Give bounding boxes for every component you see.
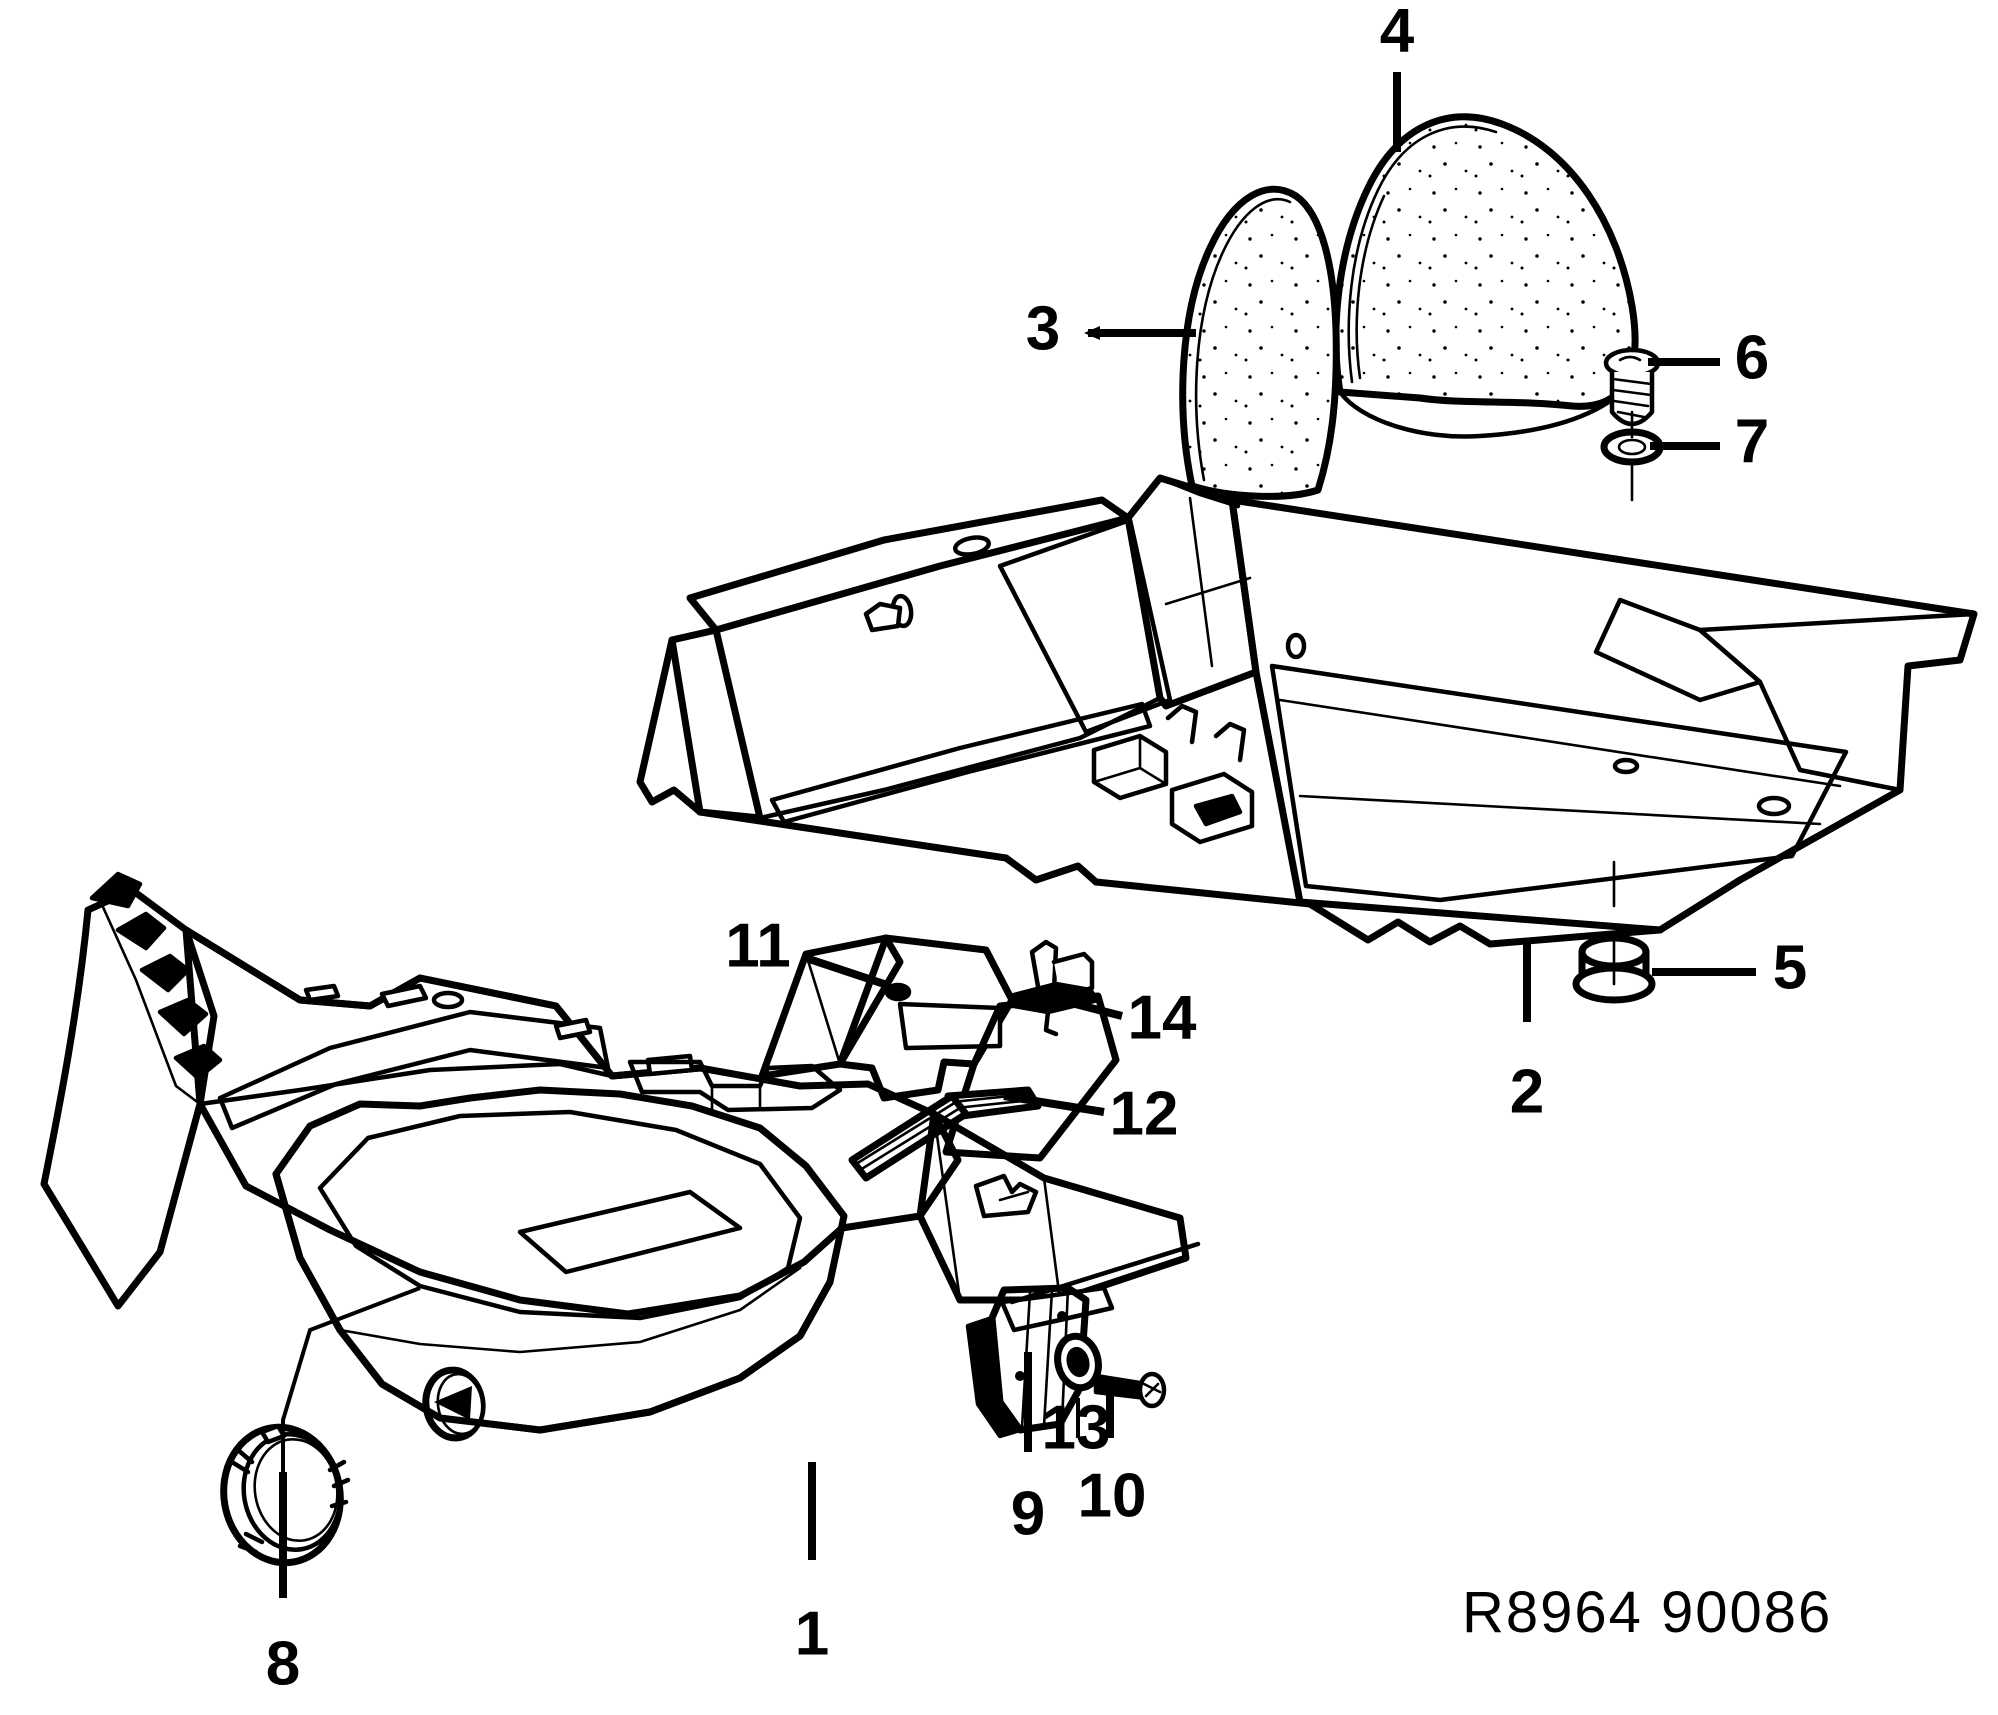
callout-5: 5 (1773, 933, 1807, 1002)
fixing-hole (1612, 757, 1640, 775)
fixing-hole (1756, 795, 1792, 817)
fixing-slot (645, 1053, 695, 1077)
leader-14 (1051, 994, 1123, 1020)
part-wheel-arch-underlay-right (1332, 113, 1639, 439)
callout-8: 8 (266, 1629, 300, 1698)
drawing-reference-code: R8964 90086 (1462, 1580, 1832, 1645)
callout-11: 11 (725, 911, 791, 980)
seat-mounting-blocks (1091, 703, 1255, 845)
fixing-hole (431, 990, 465, 1010)
fixing-slot (303, 983, 341, 1003)
callout-13: 13 (1042, 1393, 1111, 1462)
callout-12: 12 (1110, 1079, 1179, 1148)
leader-12 (1003, 1092, 1105, 1116)
part-screw-6 (1603, 347, 1661, 427)
fixing-slot (379, 983, 429, 1009)
leader-3-arrow (1084, 326, 1100, 340)
fixing-hole (952, 535, 992, 557)
callout-10: 10 (1078, 1461, 1147, 1530)
part-grommet-plug (1572, 934, 1656, 1004)
callout-3: 3 (1026, 294, 1060, 363)
callout-7: 7 (1735, 407, 1769, 476)
callout-numbers: 1 2 3 4 5 6 7 8 9 10 11 12 13 14 (266, 0, 1807, 1698)
carpet-clip-tab (973, 1173, 1039, 1219)
callout-9: 9 (1011, 1479, 1045, 1548)
callout-14: 14 (1128, 983, 1197, 1052)
callout-4: 4 (1380, 0, 1415, 65)
part-carpet-retaining-bracket (758, 934, 1120, 1162)
part-wheel-arch-underlay-left (1179, 185, 1340, 500)
callout-2: 2 (1510, 1057, 1544, 1126)
part-front-floor-carpet (40, 871, 1190, 1442)
leader-lines (279, 72, 1756, 1598)
leader-11 (804, 954, 892, 990)
part-finisher-washer (1054, 1332, 1102, 1392)
heel-mat-insert (517, 1189, 743, 1275)
callout-1: 1 (795, 1599, 829, 1668)
part-rear-floor-carpet (636, 474, 1978, 948)
fixing-slot (553, 1017, 593, 1041)
assembly-guide-line (1009, 1241, 1201, 1305)
leader-8-path (281, 1286, 421, 1594)
bracket-hole (884, 982, 912, 1002)
fixing-hole (1285, 632, 1307, 660)
callout-6: 6 (1735, 323, 1769, 392)
direction-arrow-icon (434, 1386, 472, 1420)
